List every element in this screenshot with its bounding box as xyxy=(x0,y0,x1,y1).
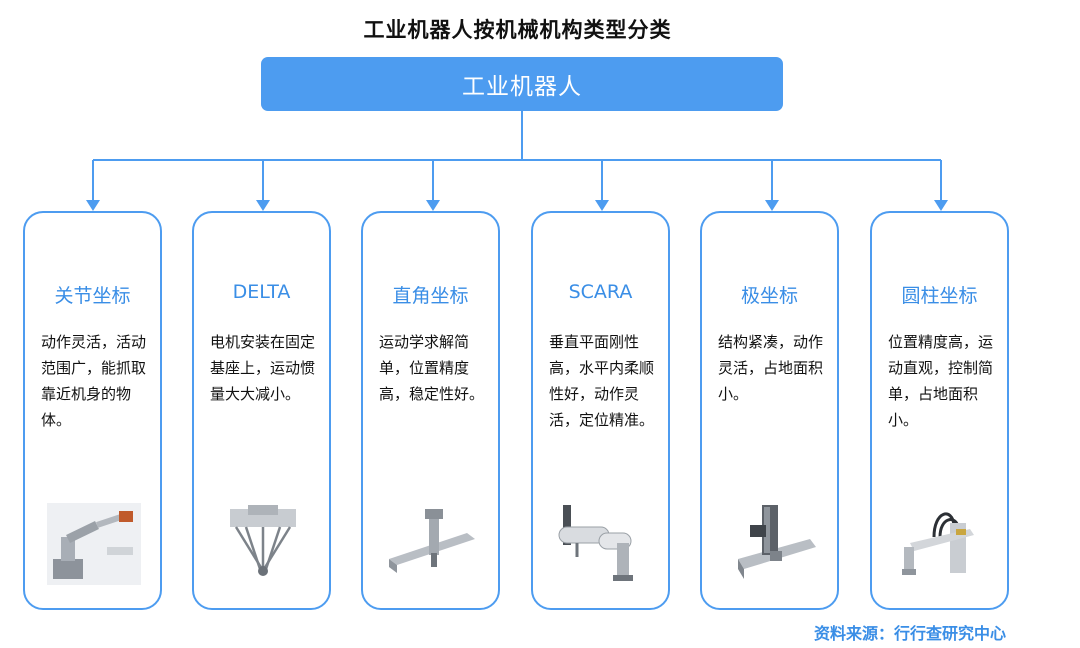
category-description: 垂直平面刚性高，水平内柔顺性好，动作灵活，定位精准。 xyxy=(549,333,655,429)
category-title: 极坐标 xyxy=(740,285,798,307)
arrow-head-2 xyxy=(256,200,270,211)
arrow-head-4 xyxy=(595,200,609,211)
arrow-head-1 xyxy=(86,200,100,211)
category-card-scara: SCARA 垂直平面刚性高，水平内柔顺性好，动作灵活，定位精准。 xyxy=(531,211,670,610)
category-card-delta: DELTA 电机安装在固定基座上，运动惯量大大减小。 xyxy=(192,211,331,610)
category-description: 电机安装在固定基座上，运动惯量大大减小。 xyxy=(210,333,316,403)
diagram-title: 工业机器人按机械机构类型分类 xyxy=(363,18,672,42)
category-description: 结构紧凑，动作灵活，占地面积小。 xyxy=(718,333,824,403)
source-note: 资料来源：行行查研究中心 xyxy=(813,624,1006,643)
arrow-head-6 xyxy=(934,200,948,211)
arrow-head-3 xyxy=(426,200,440,211)
polar-robot-icon xyxy=(738,505,816,579)
category-description: 位置精度高，运动直观，控制简单，占地面积小。 xyxy=(888,333,994,429)
category-description: 运动学求解简单，位置精度高，稳定性好。 xyxy=(379,333,485,403)
category-title: 直角坐标 xyxy=(392,285,469,307)
category-card-cartesian: 直角坐标 运动学求解简单，位置精度高，稳定性好。 xyxy=(361,211,500,610)
delta-robot-icon xyxy=(230,505,296,576)
category-title: DELTA xyxy=(232,281,291,303)
category-card-articulated: 关节坐标 动作灵活，活动范围广，能抓取靠近机身的物体。 xyxy=(23,211,162,610)
articulated-robot-icon xyxy=(47,503,141,585)
category-card-cylindrical: 圆柱坐标 位置精度高，运动直观，控制简单，占地面积小。 xyxy=(870,211,1009,610)
cartesian-robot-icon xyxy=(389,509,475,573)
category-card-polar: 极坐标 结构紧凑，动作灵活，占地面积小。 xyxy=(700,211,839,610)
cylindrical-robot-icon xyxy=(902,512,974,575)
arrow-head-5 xyxy=(765,200,779,211)
category-description: 动作灵活，活动范围广，能抓取靠近机身的物体。 xyxy=(41,333,147,429)
category-title: SCARA xyxy=(568,281,633,303)
scara-robot-icon xyxy=(558,505,633,581)
category-title: 关节坐标 xyxy=(54,285,131,307)
root-node: 工业机器人 xyxy=(261,57,783,111)
category-title: 圆柱坐标 xyxy=(901,285,978,307)
